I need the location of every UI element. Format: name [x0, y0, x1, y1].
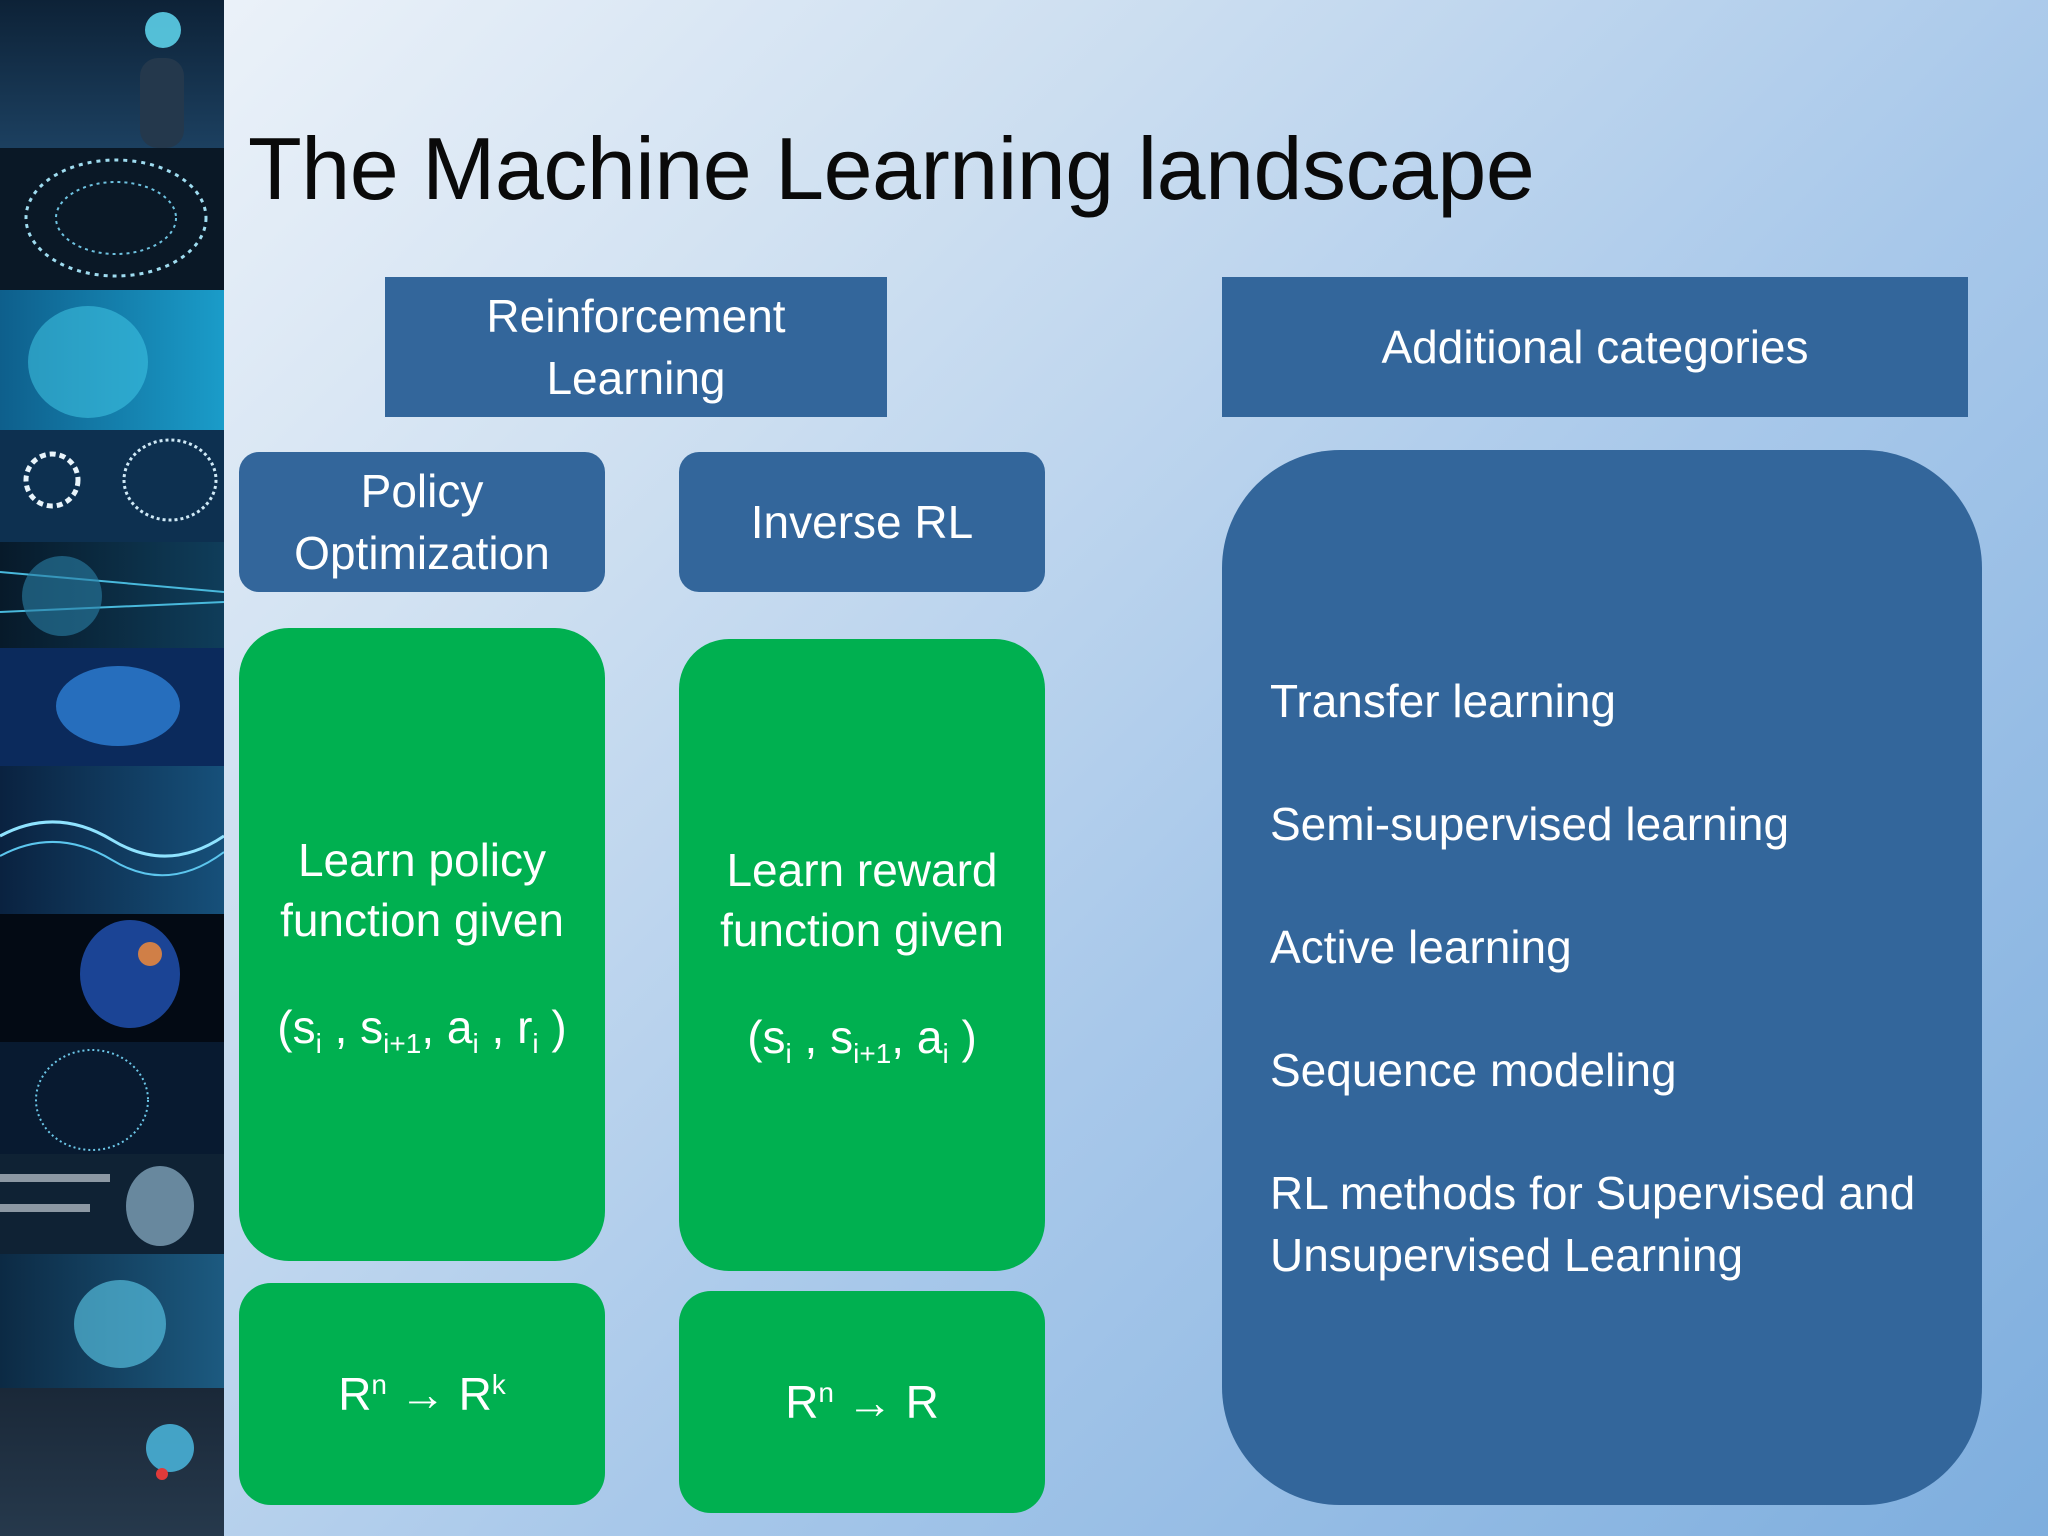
additional-categories-list: Transfer learning Semi-supervised learni…	[1222, 450, 1982, 1505]
list-item: Transfer learning	[1270, 675, 1617, 727]
policy-mapping-box: Rn → Rk	[239, 1283, 605, 1505]
binary-code-image	[0, 1154, 224, 1254]
description-line: Learn policy	[297, 833, 547, 886]
box-label-line: Inverse RL	[750, 496, 974, 548]
state-action-tuple: (si , si+1, ai )	[747, 1011, 977, 1069]
header-line: Reinforcement	[486, 290, 786, 342]
inverse-rl-box: Inverse RL	[679, 452, 1045, 592]
digital-head-image	[0, 290, 224, 430]
additional-categories-header: Additional categories	[1222, 277, 1968, 417]
list-item: Active learning	[1270, 921, 1572, 973]
header-label: Additional categories	[1381, 321, 1809, 373]
description-line: function given	[720, 904, 1004, 956]
sidebar-image-strip	[0, 0, 224, 1536]
profile-network-image	[0, 542, 224, 648]
blue-brain-image	[0, 648, 224, 766]
inverse-rl-description-box: Learn reward function given (si , si+1, …	[679, 639, 1045, 1271]
list-item: Semi-supervised learning	[1270, 798, 1790, 850]
policy-description-box: Learn policy function given (si , si+1, …	[239, 628, 605, 1261]
circuit-face-image	[0, 1042, 224, 1154]
description-line: Learn reward	[726, 844, 998, 896]
box-label-line: Policy	[360, 465, 484, 517]
description-line: function given	[280, 893, 564, 946]
list-item: Sequence modeling	[1270, 1044, 1677, 1096]
slide-title: The Machine Learning landscape	[248, 119, 1535, 218]
gears-head-image	[0, 430, 224, 542]
reward-mapping-formula: Rn → R	[785, 1376, 939, 1428]
reinforcement-learning-header: Reinforcement Learning	[385, 277, 887, 417]
policy-mapping-formula: Rn → Rk	[338, 1368, 506, 1420]
box-label-line: Optimization	[294, 527, 550, 579]
policy-optimization-box: Policy Optimization	[239, 452, 605, 592]
list-item: RL methods for Supervised and Unsupervis…	[1270, 1167, 1916, 1281]
head-silhouette-image	[0, 0, 224, 148]
state-action-reward-tuple: (si , si+1, ai , ri )	[277, 1000, 567, 1059]
inverse-rl-mapping-box: Rn → R	[679, 1291, 1045, 1513]
brain-circuit-image	[0, 148, 224, 290]
head-glow-image	[0, 1388, 224, 1536]
neural-waves-image	[0, 766, 224, 914]
header-line: Learning	[546, 352, 726, 404]
digital-brain-image	[0, 1254, 224, 1388]
glowing-head-image	[0, 914, 224, 1042]
